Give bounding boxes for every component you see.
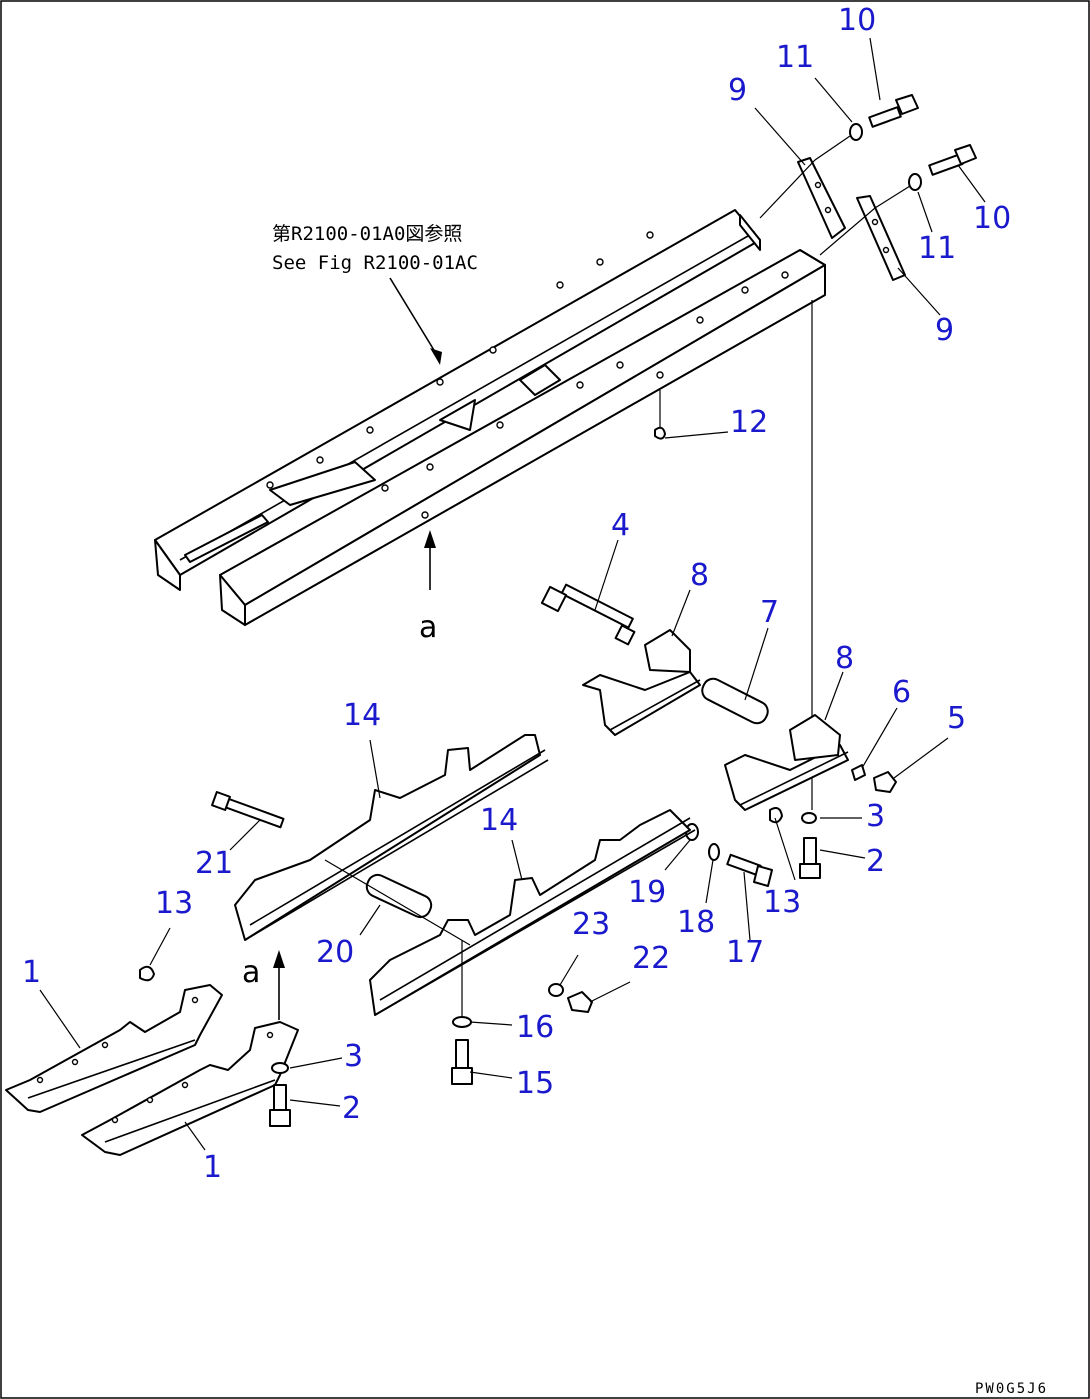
bolt-21 <box>211 791 285 829</box>
guard-8-rear <box>582 629 701 736</box>
washer-11-upper <box>849 123 863 141</box>
washer-3-right <box>801 812 817 824</box>
washer-3-left <box>271 1062 289 1074</box>
washer-23 <box>548 983 564 997</box>
callout-3-right: 3 <box>866 799 885 834</box>
washer-6 <box>851 764 866 781</box>
callout-1-front: 1 <box>203 1150 222 1185</box>
callout-19: 19 <box>628 875 666 910</box>
bolt-4 <box>540 583 636 646</box>
bolt-10-upper <box>868 94 919 128</box>
callout-3-left: 3 <box>344 1039 363 1074</box>
centerline-spacer <box>324 859 471 946</box>
bolt-2-left <box>269 1084 291 1127</box>
callout-8-rear: 8 <box>690 558 709 593</box>
reference-note-jp: 第R2100-01A0図参照 <box>272 223 462 245</box>
callout-14-front: 14 <box>480 803 518 838</box>
bolt-15 <box>451 1039 473 1085</box>
guard-1-rear <box>5 984 223 1113</box>
callout-13-right: 13 <box>763 885 801 920</box>
pin-13-left <box>139 965 155 982</box>
callout-2-left: 2 <box>342 1091 361 1126</box>
callout-6: 6 <box>892 675 911 710</box>
guard-1-front <box>81 1021 299 1156</box>
callout-20: 20 <box>316 935 354 970</box>
guard-14-front <box>369 809 696 1016</box>
callout-11-lower: 11 <box>918 231 956 266</box>
callout-5: 5 <box>947 701 966 736</box>
view-a-arrowhead-upper <box>424 530 436 548</box>
callout-7: 7 <box>760 595 779 630</box>
callout-21: 21 <box>195 846 233 881</box>
nut-5 <box>873 771 897 793</box>
plate-9-lower <box>856 195 906 281</box>
callout-10-upper: 10 <box>838 3 876 38</box>
drawing-code: PW0G5J6 <box>975 1381 1048 1397</box>
callout-14-rear: 14 <box>343 698 381 733</box>
leader-plate-upper <box>759 135 851 219</box>
leader-plate-lower <box>819 185 911 256</box>
pin-13-right <box>769 807 783 824</box>
bolt-2-right <box>799 837 821 879</box>
callout-8-front: 8 <box>835 641 854 676</box>
washer-18 <box>708 843 720 861</box>
bolt-10-lower <box>928 144 977 176</box>
reference-note-en: See Fig R2100-01AC <box>272 252 478 274</box>
callout-15: 15 <box>516 1066 554 1101</box>
frame-bolt-holes <box>266 231 789 519</box>
track-frame-rear <box>154 209 761 591</box>
callout-labels: 10 11 9 10 11 9 12 4 8 7 8 6 5 3 2 13 17… <box>22 3 1011 1185</box>
plate-9-upper <box>797 157 846 239</box>
guard-14-rear <box>234 734 549 941</box>
callout-9-lower: 9 <box>935 313 954 348</box>
reference-leader <box>389 277 441 361</box>
callout-13-left: 13 <box>155 886 193 921</box>
callout-17: 17 <box>726 935 764 970</box>
nut-22 <box>567 991 593 1013</box>
callout-12: 12 <box>730 405 768 440</box>
callout-9-upper: 9 <box>728 73 747 108</box>
callout-2-right: 2 <box>866 844 885 879</box>
washer-16 <box>452 1016 472 1028</box>
callout-11-upper: 11 <box>776 40 814 75</box>
callout-16: 16 <box>516 1010 554 1045</box>
view-a-label-upper: a <box>419 610 437 645</box>
spacer-7 <box>701 677 769 725</box>
callout-1-rear: 1 <box>22 955 41 990</box>
leader-lines <box>39 37 986 1151</box>
pin-12 <box>654 426 666 440</box>
view-a-label-lower: a <box>242 955 260 990</box>
callout-10-lower: 10 <box>973 201 1011 236</box>
callout-22: 22 <box>632 941 670 976</box>
track-frame-front <box>219 214 826 626</box>
guard-8-front <box>724 714 849 811</box>
view-a-arrowhead-lower <box>273 950 285 968</box>
washer-11-lower <box>908 173 922 191</box>
reference-arrowhead <box>430 348 442 365</box>
callout-23: 23 <box>572 907 610 942</box>
callout-18: 18 <box>677 905 715 940</box>
callout-4: 4 <box>611 508 630 543</box>
bolt-17 <box>726 853 773 887</box>
spacer-20 <box>365 873 433 919</box>
